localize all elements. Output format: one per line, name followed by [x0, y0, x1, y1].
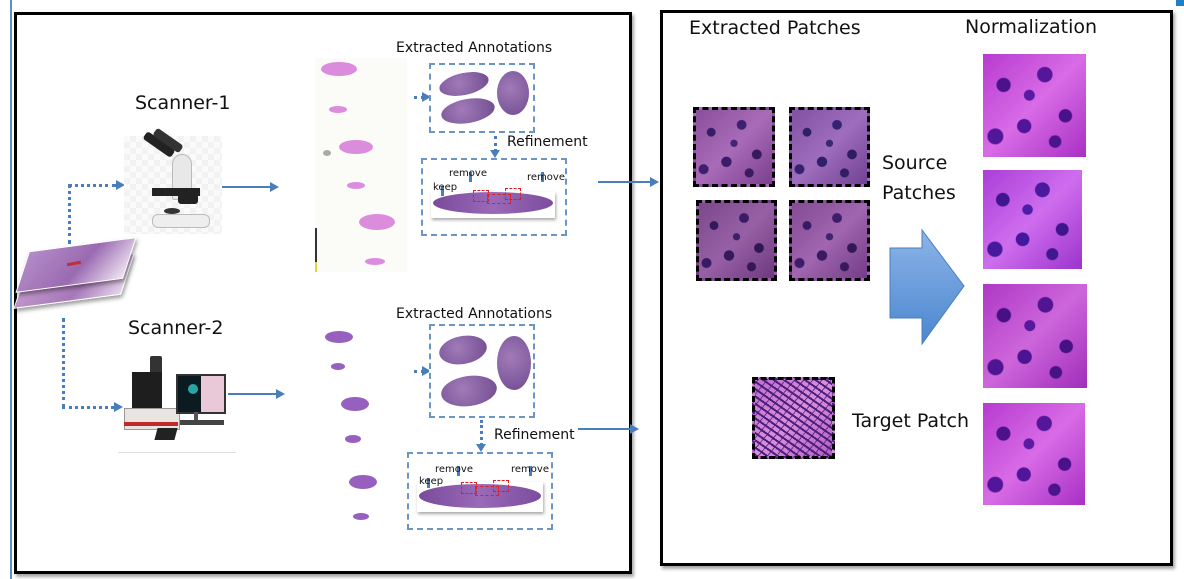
slides-to-scanner1-connector-h — [68, 184, 116, 187]
source-patch — [789, 200, 870, 281]
extracted-patches-title: Extracted Patches — [689, 17, 861, 39]
normalized-patch — [983, 54, 1086, 157]
arrow-head-icon — [630, 424, 639, 434]
extracted-annotations-box-1 — [429, 63, 535, 133]
arrow-head-icon — [276, 389, 285, 399]
digital-scanner-icon — [118, 356, 236, 454]
slides-to-scanner1-connector — [68, 184, 71, 244]
whole-slide-image-scanner2 — [315, 325, 407, 525]
keep-label-1: keep — [433, 182, 458, 193]
normalized-patch — [983, 403, 1085, 505]
target-patch — [752, 377, 835, 459]
refinement2-to-patches-arrow — [578, 428, 630, 430]
scanner2-label: Scanner-2 — [128, 317, 224, 339]
remove-right-label-1: remove — [527, 172, 565, 183]
refinement-box-2: keep remove remove — [407, 452, 553, 530]
page-left-edge — [10, 0, 12, 579]
refinement-label-1: Refinement — [507, 134, 588, 150]
annotations-to-refinement-connector-2 — [480, 420, 483, 446]
refinement-box-1: keep remove remove — [421, 158, 567, 236]
arrow-head-icon — [116, 180, 125, 190]
extracted-annotations-label-1: Extracted Annotations — [396, 40, 553, 56]
microscope-icon — [124, 127, 222, 234]
scanner1-to-slide-arrow — [222, 186, 270, 188]
arrow-head-icon — [422, 366, 431, 376]
target-patch-label: Target Patch — [852, 410, 970, 432]
remove-right-label-2: remove — [511, 464, 549, 475]
arrow-head-icon — [650, 177, 659, 187]
normalization-arrow-icon — [889, 228, 965, 346]
arrow-head-icon — [114, 402, 123, 412]
extracted-annotations-box-2 — [429, 324, 535, 418]
normalization-title: Normalization — [965, 16, 1098, 38]
slide2-to-annotations-connector — [414, 370, 424, 373]
normalized-patch — [983, 284, 1087, 388]
source-patch — [789, 107, 870, 187]
arrow-head-icon — [422, 92, 431, 102]
arrow-head-icon — [490, 150, 500, 158]
extracted-annotations-label-2: Extracted Annotations — [396, 306, 553, 322]
source-patch — [696, 200, 777, 281]
refinement-label-2: Refinement — [494, 427, 575, 443]
refinement1-to-patches-arrow — [598, 181, 650, 183]
keep-label-2: keep — [419, 476, 444, 487]
source-patch — [693, 107, 775, 187]
source-patches-label-line1: Source — [882, 152, 948, 174]
corner-tab — [1176, 0, 1184, 6]
annotations-to-refinement-connector-1 — [494, 136, 497, 152]
normalized-patch — [983, 170, 1082, 269]
slide1-to-annotations-connector — [414, 96, 424, 99]
scanner2-to-slide-arrow — [228, 393, 276, 395]
slides-to-scanner2-connector-h — [62, 406, 114, 409]
arrow-head-icon — [270, 182, 279, 192]
arrow-head-icon — [476, 444, 486, 452]
remove-left-label-1: remove — [449, 168, 487, 179]
remove-left-label-2: remove — [435, 464, 473, 475]
tissue-slides-icon — [13, 237, 137, 318]
source-patches-label-line2: Patches — [882, 182, 956, 204]
scanner1-label: Scanner-1 — [135, 92, 231, 114]
slides-to-scanner2-connector — [62, 318, 65, 408]
whole-slide-image-scanner1 — [315, 58, 407, 272]
